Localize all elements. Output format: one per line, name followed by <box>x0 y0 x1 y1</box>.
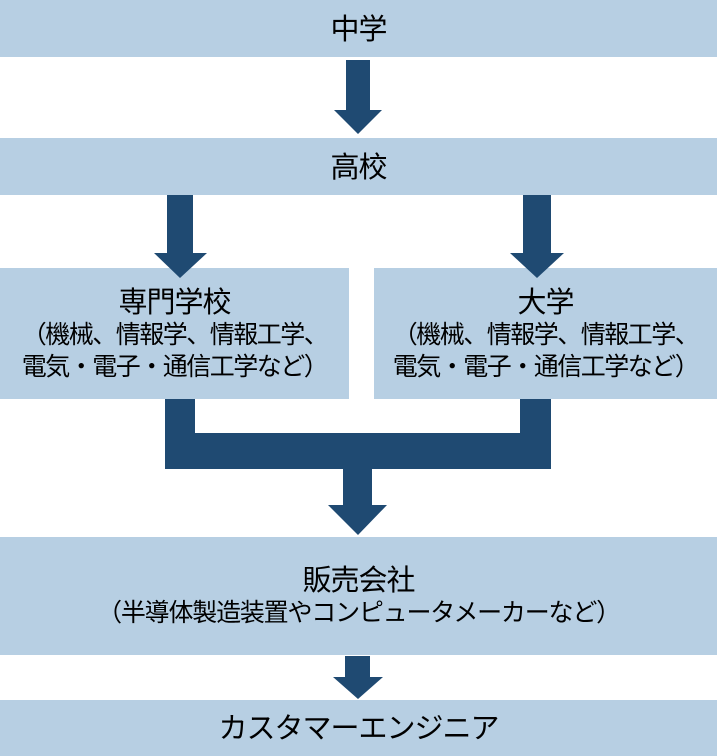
node-subtitle-line2: 電気・電子・通信工学など） <box>392 351 700 381</box>
arrow-junior-high-to-high-school <box>334 60 382 134</box>
arrow-high-school-to-university <box>510 195 564 278</box>
node-subtitle-line1: （機械、情報学、情報工学、 <box>21 319 329 349</box>
node-subtitle: （半導体製造装置やコンピュータメーカーなど） <box>97 598 621 627</box>
connector-horizontal-bar <box>165 433 551 469</box>
node-customer-engineer: カスタマーエンジニア <box>0 700 717 756</box>
arrow-high-school-to-vocational <box>154 195 207 278</box>
node-title: 中学 <box>330 11 387 46</box>
node-title: カスタマーエンジニア <box>218 711 499 745</box>
node-university: 大学 （機械、情報学、情報工学、 電気・電子・通信工学など） <box>374 268 717 399</box>
arrow-merge-to-sales-company <box>328 468 387 535</box>
node-title: 大学 <box>517 284 574 319</box>
arrow-sales-to-customer-engineer <box>333 656 383 699</box>
connector-left-vertical <box>165 399 195 435</box>
node-title: 高校 <box>330 149 387 184</box>
connector-right-vertical <box>520 399 551 435</box>
node-sales-company: 販売会社 （半導体製造装置やコンピュータメーカーなど） <box>0 537 717 655</box>
node-vocational-school: 専門学校 （機械、情報学、情報工学、 電気・電子・通信工学など） <box>0 268 349 399</box>
node-subtitle-line2: 電気・電子・通信工学など） <box>21 351 329 381</box>
node-title: 専門学校 <box>118 284 231 319</box>
node-junior-high: 中学 <box>0 0 717 57</box>
node-title: 販売会社 <box>302 563 415 597</box>
node-high-school: 高校 <box>0 138 717 195</box>
node-subtitle-line1: （機械、情報学、情報工学、 <box>392 319 700 349</box>
